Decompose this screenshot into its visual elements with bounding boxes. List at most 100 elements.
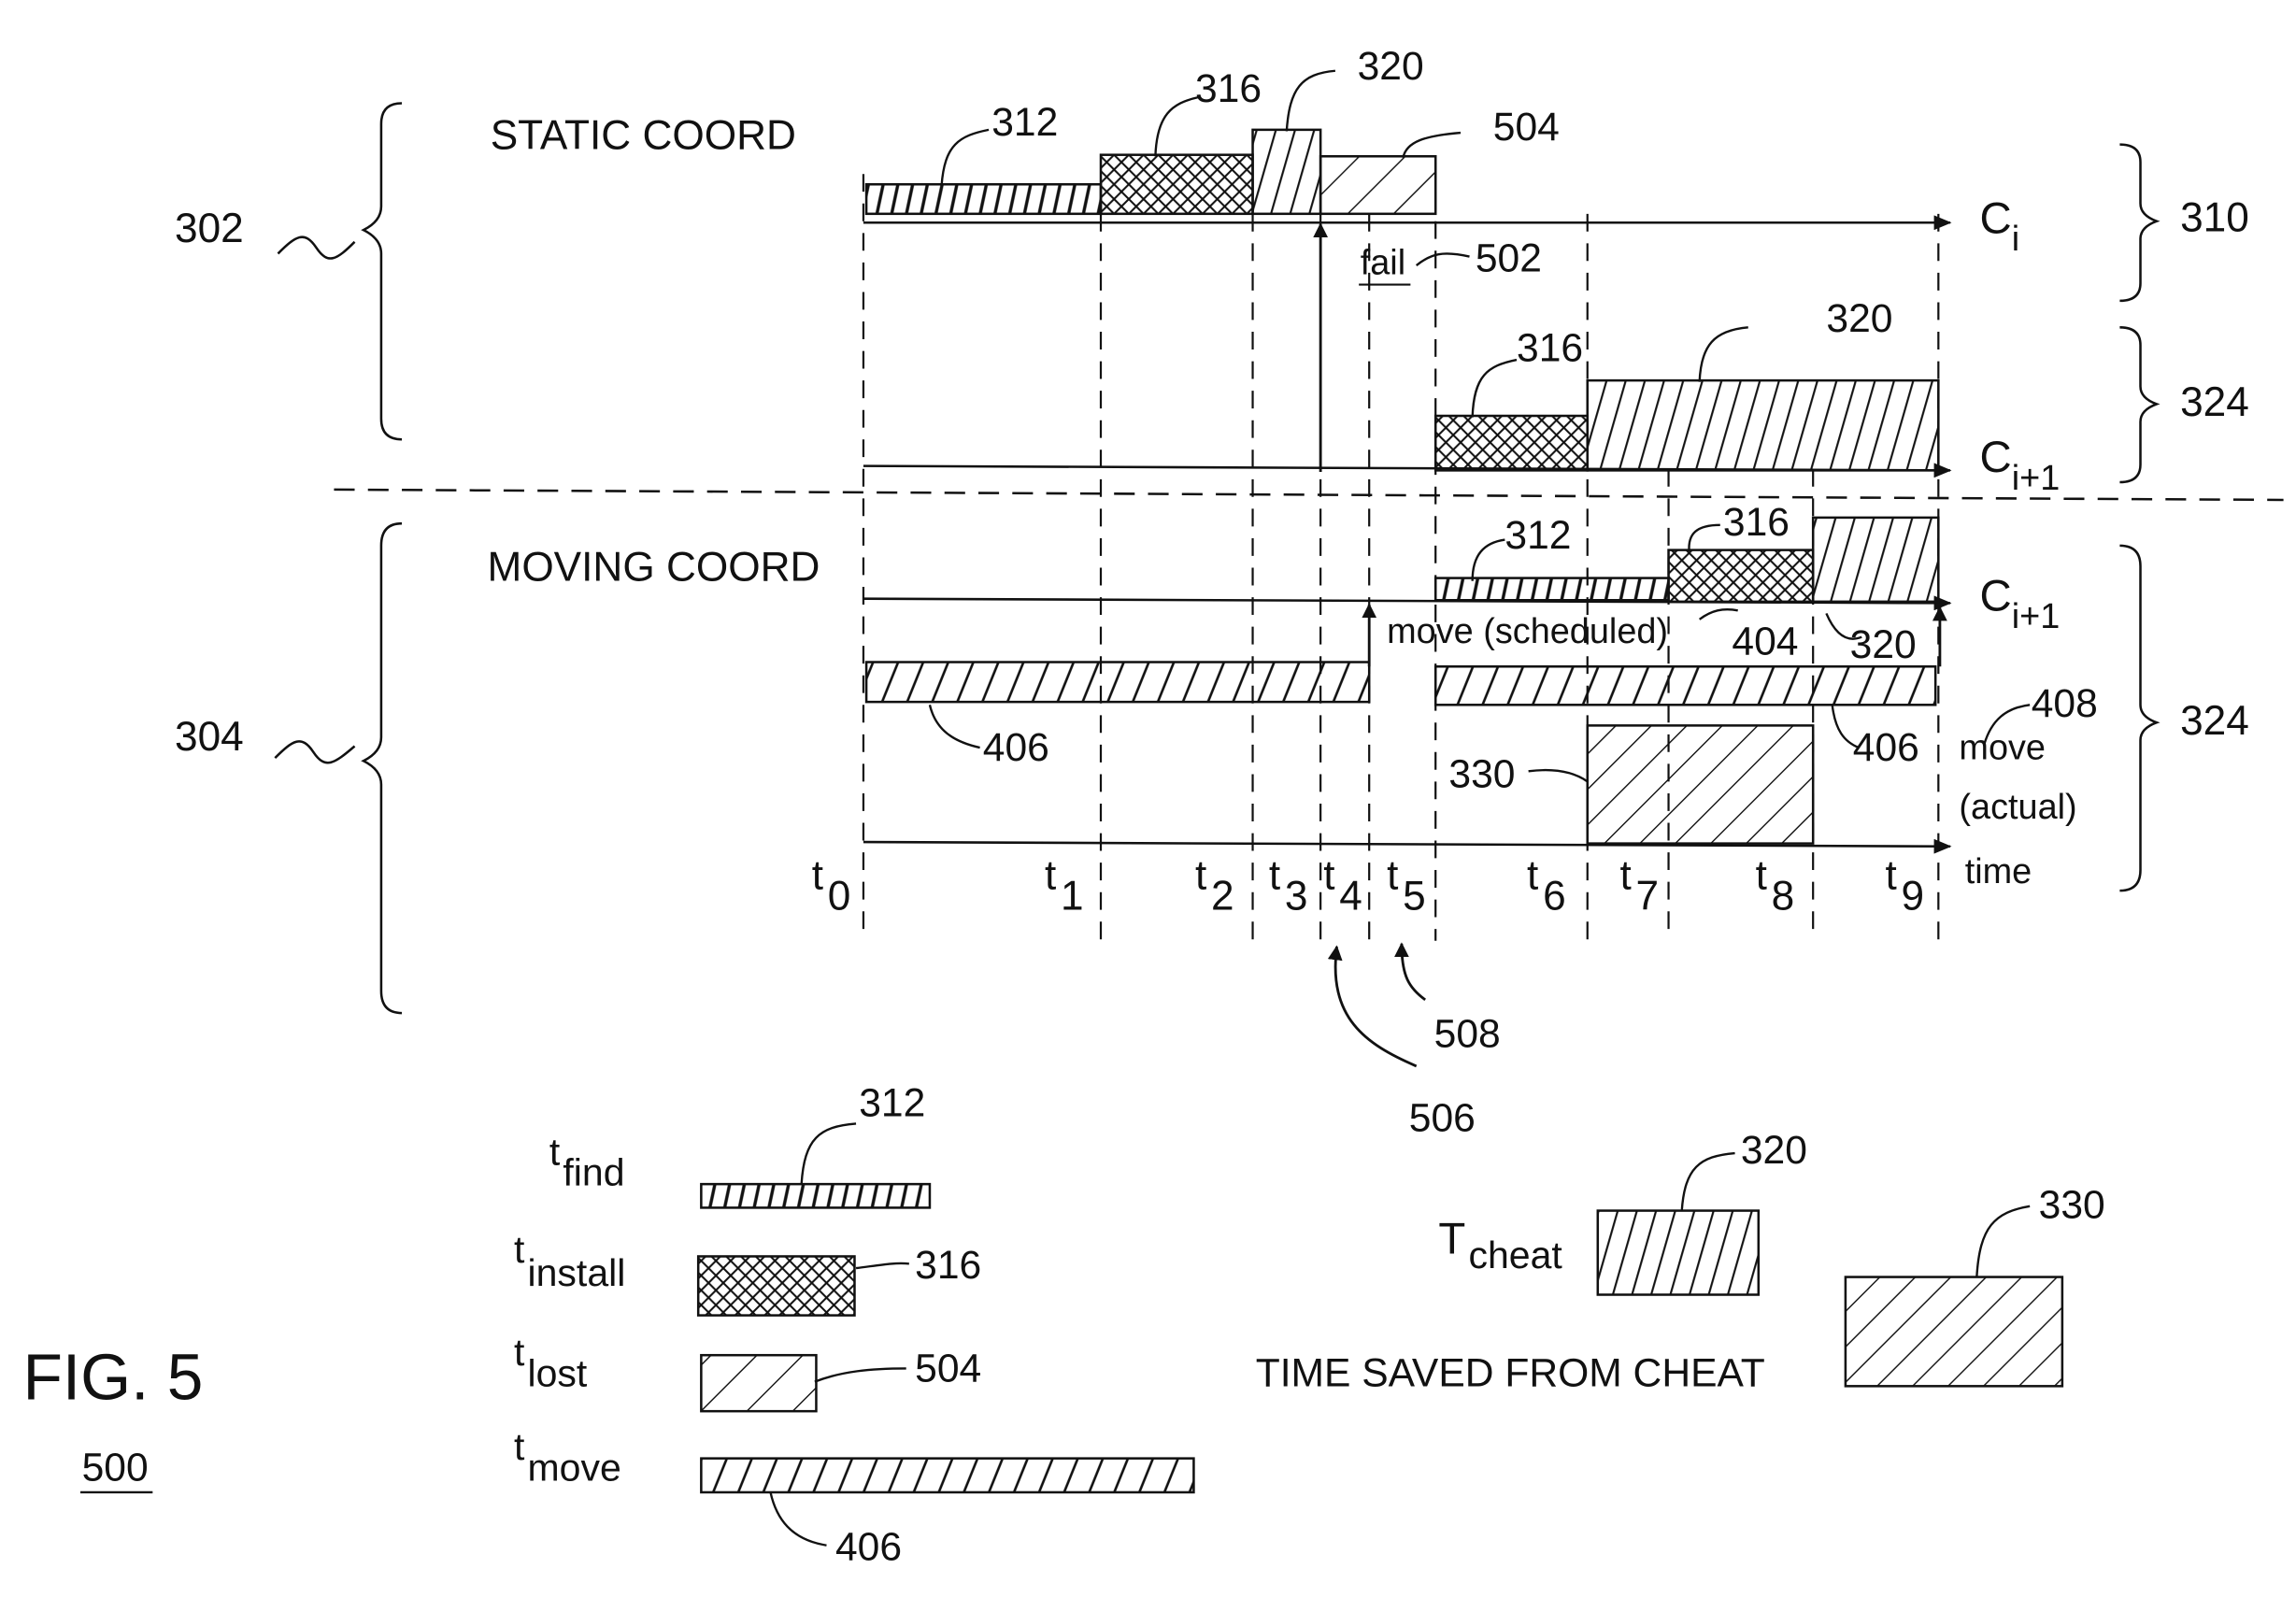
leader-504-static — [1403, 133, 1461, 158]
ref-502: 502 — [1476, 235, 1542, 280]
brace-302 — [364, 103, 402, 439]
legend-move-ref: 406 — [835, 1525, 902, 1570]
legend-lost-swatch — [701, 1355, 816, 1411]
legend-cheat-label: Tcheat — [1438, 1214, 1562, 1276]
move-scheduled-label: move (scheduled) — [1387, 612, 1668, 651]
legend-move-label: tmove — [514, 1425, 621, 1489]
ref-316-moving: 316 — [1723, 500, 1790, 545]
ref-406-left: 406 — [983, 725, 1049, 770]
legend-find-ref: 312 — [859, 1081, 925, 1126]
ref-312-static: 312 — [991, 100, 1058, 145]
ci1-label: Ci+1 — [1980, 433, 2061, 498]
legend-install-swatch — [698, 1256, 854, 1315]
ref-504-static: 504 — [1493, 105, 1560, 150]
leader-406-left — [930, 705, 980, 748]
static-coord-label: STATIC COORD — [491, 112, 796, 158]
leader-404 — [1700, 609, 1738, 620]
static-find-bar — [866, 184, 1101, 214]
tick-label-0: t0 — [812, 853, 851, 920]
leader-316-legend — [856, 1263, 909, 1268]
figure-title: FIG. 5 — [22, 1341, 203, 1414]
legend-lost-ref: 504 — [915, 1347, 981, 1391]
leader-504-legend — [815, 1368, 906, 1381]
ref-406-right: 406 — [1853, 725, 1919, 770]
tick-label-8: t8 — [1756, 853, 1795, 920]
tick-label-3: t3 — [1269, 853, 1308, 920]
ci1-install-bar — [1435, 416, 1588, 470]
legend-cheat-swatch — [1598, 1211, 1759, 1295]
ref-316-static: 316 — [1195, 66, 1262, 111]
tick-label-4: t4 — [1323, 853, 1362, 920]
ref-408: 408 — [2032, 681, 2098, 726]
leader-312-static — [942, 130, 989, 186]
leader-330 — [1529, 770, 1588, 781]
ci1-moving-label: Ci+1 — [1980, 571, 2061, 636]
tick-label-9: t9 — [1886, 853, 1925, 920]
brace-304 — [364, 523, 402, 1013]
ref-506: 506 — [1409, 1095, 1476, 1140]
move-actual-label-1: move — [1959, 729, 2046, 768]
legend-move-swatch — [701, 1459, 1193, 1492]
legend-saved-ref: 330 — [2039, 1182, 2105, 1227]
moving-find-bar — [1435, 578, 1668, 601]
ref-320-moving: 320 — [1850, 622, 1917, 667]
legend-saved-label: TIME SAVED FROM CHEAT — [1256, 1350, 1765, 1395]
leader-502 — [1417, 253, 1470, 265]
leader-316-ci1 — [1473, 360, 1517, 418]
legend-find-label: tfind — [549, 1131, 625, 1194]
tick-label-2: t2 — [1195, 853, 1234, 920]
legend-find-swatch — [701, 1184, 930, 1207]
arrow-508 — [1402, 944, 1425, 1000]
leader-320-ci1 — [1700, 327, 1748, 381]
leader-316-moving — [1689, 525, 1719, 551]
ref-508: 508 — [1434, 1011, 1501, 1056]
tick-labels: t0t1t2t3t4t5t6t7t8t9 — [812, 853, 1924, 920]
figure-number: 500 — [82, 1445, 149, 1490]
ref-310: 310 — [2180, 195, 2249, 241]
ci-label: Ci — [1980, 193, 2020, 259]
leader-320-static — [1287, 71, 1335, 132]
ref-324-top: 324 — [2180, 379, 2249, 425]
section-separator — [334, 490, 2283, 500]
legend-lost-label: tlost — [514, 1331, 588, 1394]
static-cheat-bar — [1253, 130, 1321, 214]
moving-install-bar — [1669, 550, 1814, 602]
ref-316-ci1: 316 — [1517, 326, 1583, 371]
leader-330-legend — [1976, 1206, 2030, 1277]
legend-cheat-ref: 320 — [1741, 1128, 1807, 1173]
move-bar-right — [1435, 666, 1935, 705]
time-label: time — [1965, 852, 2032, 891]
ref-302: 302 — [175, 206, 244, 251]
tick-label-6: t6 — [1527, 853, 1566, 920]
legend-install-label: tinstall — [514, 1228, 625, 1294]
leader-312-legend — [802, 1123, 856, 1184]
ref-330: 330 — [1448, 752, 1515, 797]
ref-320-ci1: 320 — [1826, 296, 1892, 341]
static-install-bar — [1101, 155, 1253, 214]
ref-312-moving: 312 — [1505, 513, 1571, 558]
brace-324-top — [2119, 327, 2156, 482]
static-lost-bar — [1320, 156, 1435, 214]
time-saved-bar — [1588, 725, 1813, 843]
legend-install-ref: 316 — [915, 1243, 981, 1288]
ref-324-bottom: 324 — [2180, 698, 2249, 744]
fail-label: fail — [1361, 244, 1405, 283]
leader-316-static — [1155, 97, 1198, 156]
legend-saved-swatch — [1846, 1277, 2062, 1387]
moving-coord-label: MOVING COORD — [488, 545, 820, 591]
leader-320-legend — [1682, 1153, 1735, 1211]
ref-320-static: 320 — [1358, 44, 1424, 89]
leader-312-moving — [1473, 540, 1505, 581]
moving-cheat-bar — [1813, 518, 1938, 602]
ref-304: 304 — [175, 714, 244, 760]
ref-404: 404 — [1732, 620, 1798, 664]
leader-406-legend — [771, 1492, 827, 1546]
move-actual-label-2: (actual) — [1959, 788, 2076, 827]
tick-label-1: t1 — [1045, 853, 1084, 920]
tick-label-5: t5 — [1387, 853, 1426, 920]
ci1-cheat-bar — [1588, 380, 1939, 470]
move-bar-left — [866, 663, 1369, 703]
brace-310 — [2119, 145, 2156, 301]
squiggle-304 — [275, 741, 354, 763]
